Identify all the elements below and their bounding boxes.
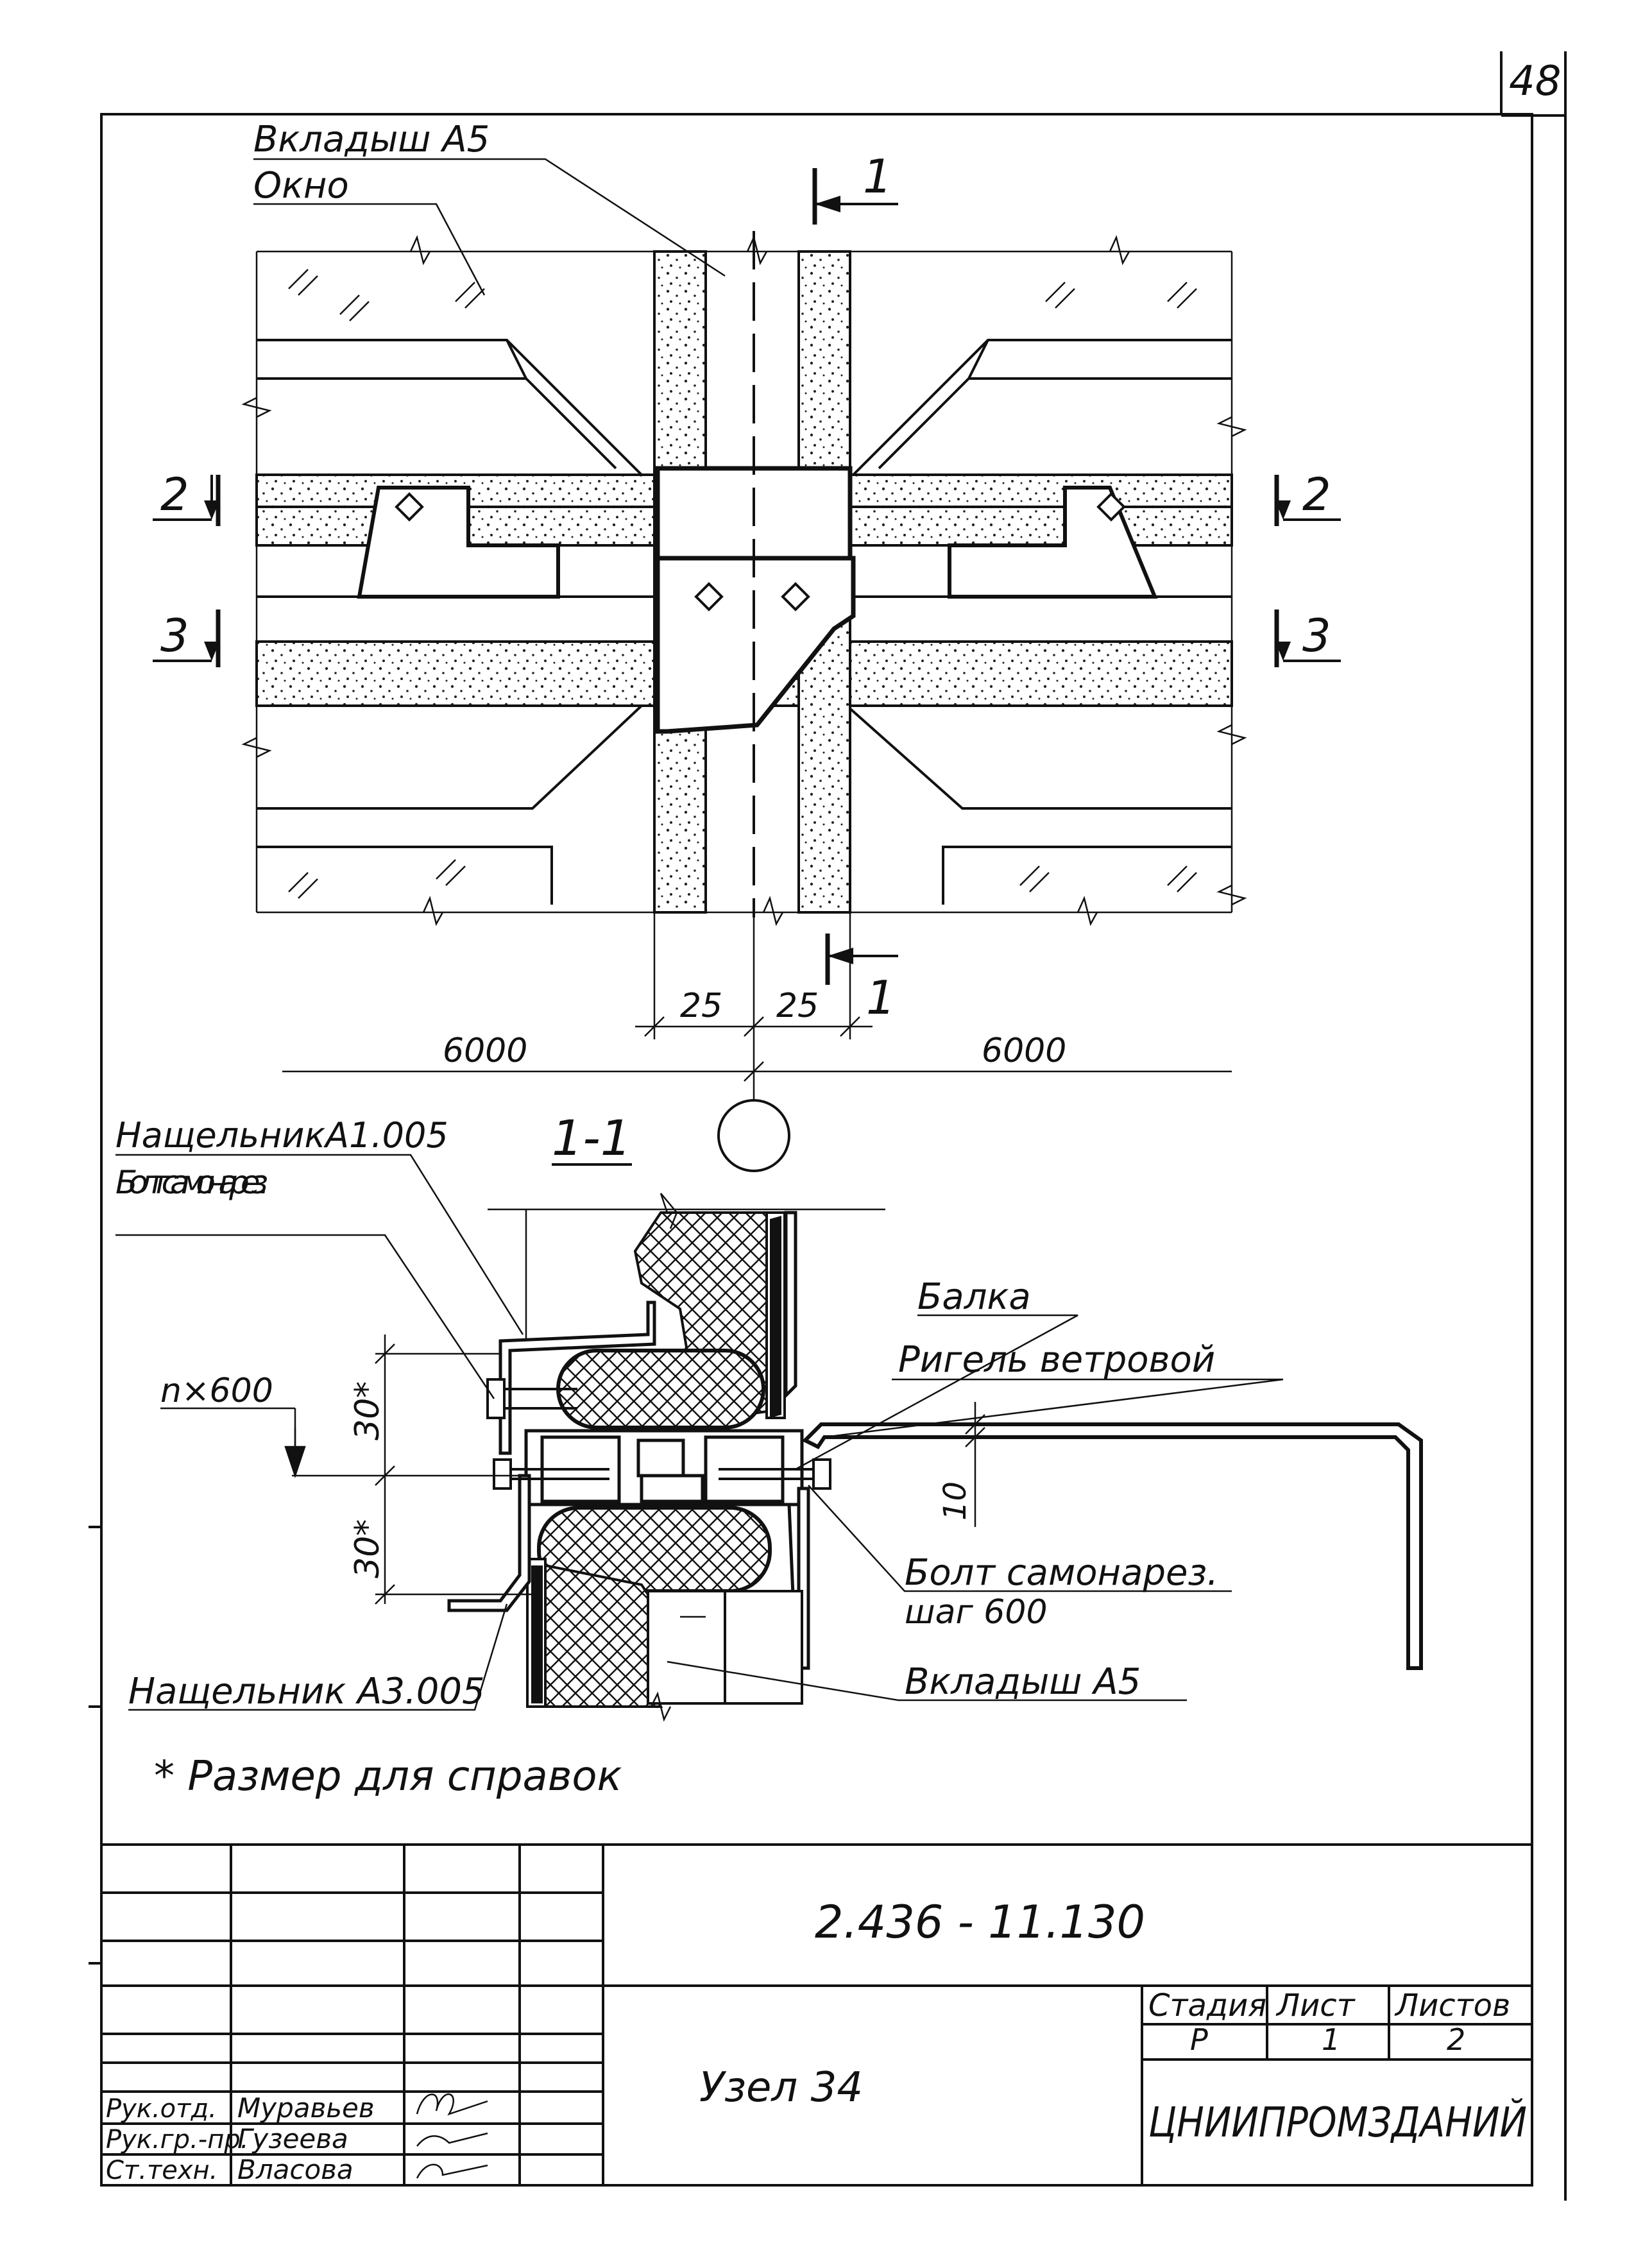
section-leaders — [115, 1154, 1284, 1711]
sheet-frame — [89, 51, 1567, 2201]
role-3: Ст.техн. — [106, 2156, 217, 2185]
label-flashing-bottom: Нащельник А3.005 — [128, 1671, 485, 1712]
dim-10: 10 — [937, 1481, 973, 1521]
stage-value: Р — [1190, 2022, 1208, 2057]
sheet-header: Лист — [1275, 1988, 1356, 2024]
dim-25-right: 25 — [776, 987, 819, 1025]
wind-girder — [801, 1422, 1423, 1670]
title-block — [101, 1843, 1532, 2185]
bolt-icon — [395, 492, 1126, 611]
section-1-1 — [115, 1154, 1423, 1722]
section-3-right-label: 3 — [1302, 610, 1331, 662]
reference-note: * Размер для справок — [154, 1753, 622, 1800]
window-frame-bottom-right — [846, 704, 1232, 905]
section-labels: 1-1 НащельникА1.005 Болт самонарез. Балк… — [115, 1109, 1218, 1712]
section-1-top-label: 1 — [863, 149, 892, 203]
dim-6000-right: 6000 — [982, 1032, 1066, 1070]
window-frame-top-left — [257, 339, 643, 476]
label-pitch: n×600 — [160, 1372, 273, 1410]
sheets-header: Листов — [1394, 1988, 1510, 2024]
name-3: Власова — [237, 2154, 353, 2185]
label-bolt-right: Болт самонарез. — [905, 1552, 1218, 1594]
label-window: Окно — [253, 165, 349, 207]
bolt-icon — [486, 1378, 831, 1490]
label-beam: Балка — [917, 1276, 1031, 1318]
section-cut-1-top — [812, 168, 898, 225]
name-2: Гузеева — [237, 2123, 348, 2154]
label-bolt-right-step: шаг 600 — [905, 1593, 1048, 1632]
section-cut-3 — [153, 610, 1341, 667]
insert-lower — [724, 1590, 803, 1705]
section-2-left-label: 2 — [160, 468, 189, 521]
organization: ЦНИИПРОМЗДАНИЙ — [1148, 2098, 1527, 2147]
section-2-right-label: 2 — [1302, 468, 1331, 521]
plan-view — [153, 158, 1341, 1172]
break-marks — [241, 235, 1247, 926]
flashing-bottom — [447, 1474, 531, 1612]
role-1: Рук.отд. — [106, 2094, 217, 2124]
dimension-chain-6000 — [282, 1061, 1232, 1082]
doc-code: 2.436 - 11.130 — [815, 1896, 1145, 1949]
section-3-left-label: 3 — [160, 610, 189, 662]
label-insert-top: Вкладыш А5 — [253, 119, 490, 160]
plan-labels: Вкладыш А5 Окно 1 1 2 2 3 3 25 25 6000 6… — [160, 119, 1331, 1070]
gasket-upper — [556, 1349, 765, 1429]
window-frame-bottom-left — [257, 704, 643, 905]
signatures — [416, 2093, 488, 2179]
dimension-chain-25 — [635, 912, 873, 1136]
dim-30-lower: 30* — [348, 1519, 387, 1578]
sheet-number: 48 — [1509, 58, 1561, 105]
break-marks-section — [650, 1193, 678, 1722]
node-name: Узел 34 — [699, 2064, 863, 2111]
dim-30-upper: 30* — [348, 1381, 387, 1440]
name-1: Муравьев — [237, 2092, 375, 2124]
window-frame-top-right — [852, 339, 1232, 476]
leader-window — [253, 203, 486, 296]
section-cut-2 — [153, 475, 1341, 526]
section-title: 1-1 — [552, 1109, 631, 1166]
sheet-value: 1 — [1322, 2022, 1340, 2057]
label-insert-bottom: Вкладыш А5 — [905, 1661, 1141, 1703]
dim-25-left: 25 — [680, 987, 722, 1025]
section-cut-1-bottom — [825, 934, 898, 985]
leader-insert-top — [253, 158, 726, 277]
flashing-top — [498, 1301, 656, 1455]
grid-axis-marker — [717, 1099, 790, 1172]
label-bolt-left: Болт самонарез. — [115, 1164, 269, 1201]
dim-6000-left: 6000 — [443, 1032, 527, 1070]
label-wind-girder: Ригель ветровой — [898, 1339, 1215, 1381]
section-dimensions — [160, 1335, 985, 1605]
stage-header: Стадия — [1148, 1988, 1266, 2024]
role-2: Рук.гр.-пр. — [106, 2125, 248, 2154]
section-1-bottom-label: 1 — [866, 971, 896, 1025]
label-flashing-top: НащельникА1.005 — [115, 1115, 448, 1156]
sheets-value: 2 — [1447, 2022, 1465, 2057]
bracket-right — [948, 486, 1158, 599]
title-block-text: 2.436 - 11.130 Узел 34 Стадия Лист Листо… — [106, 1896, 1527, 2185]
glass-hatch — [288, 269, 1197, 899]
